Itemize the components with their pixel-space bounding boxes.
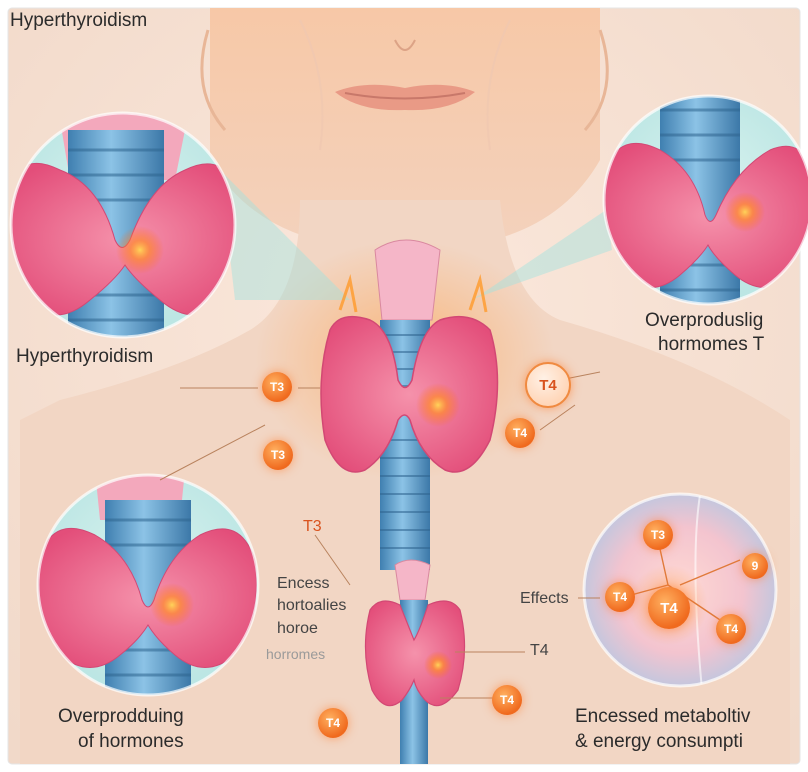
t3-badge-left2: T3	[263, 440, 293, 470]
effects-label: Effects	[520, 590, 569, 607]
t4-badge-right: T4	[525, 362, 571, 408]
t3-badge-left: T3	[262, 372, 292, 402]
circle-t4-right-badge: T4	[716, 614, 746, 644]
center-t4-label: T4	[530, 642, 549, 659]
left-excess-line4: horromes	[266, 646, 326, 662]
t4-badge-bottom: T4	[492, 685, 522, 715]
right-overprod-line1: Overproduslig	[645, 310, 764, 331]
bottom-left-line2: of hormones	[78, 731, 184, 752]
circle-t4-center-badge: T4	[648, 587, 690, 629]
top-title: Hyperthyroidism	[10, 10, 148, 31]
lower-thyroid	[364, 559, 466, 764]
right-overprod-line2: hormomes T	[658, 334, 765, 355]
circle-9-badge: 9	[742, 553, 768, 579]
zoom-circle-top-right	[602, 94, 808, 306]
zoom-circle-bottom-left	[36, 473, 260, 697]
main-thyroid	[320, 239, 499, 570]
left-excess-line3: horoe	[277, 620, 318, 637]
left-title: Hyperthyroidism	[16, 346, 154, 367]
circle-t4-left-badge: T4	[605, 582, 635, 612]
bottom-left-line1: Overprodduing	[58, 706, 184, 727]
center-t3-label: T3	[303, 518, 322, 535]
left-excess-line2: hortoalies	[277, 597, 347, 614]
t4-badge-bottom-left: T4	[318, 708, 348, 738]
bottom-right-line1: Encessed metaboltiv	[575, 706, 751, 727]
bottom-right-line2: & energy consumpti	[575, 731, 743, 752]
zoom-circle-top-left	[9, 111, 237, 339]
t4-badge-right2: T4	[505, 418, 535, 448]
circle-t3-badge: T3	[643, 520, 673, 550]
left-excess-line1: Encess	[277, 575, 330, 592]
